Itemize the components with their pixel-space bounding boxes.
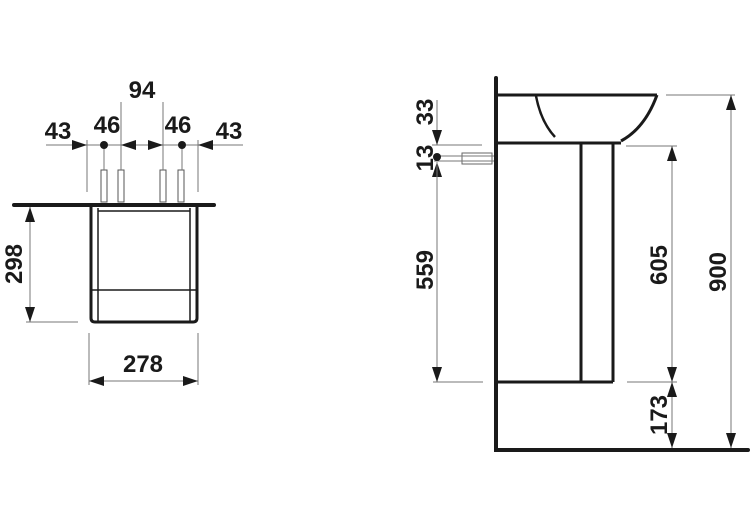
dim-605: 605 [646, 245, 673, 285]
basin-inner-curve [534, 95, 556, 138]
wall-anchors [100, 169, 185, 203]
wall-floor-line [494, 76, 750, 452]
side-view: 33 13 559 605 173 900 [412, 76, 750, 452]
dim-33: 33 [412, 99, 439, 126]
dim-173: 173 [646, 395, 673, 435]
dim-46-left: 46 [94, 112, 121, 139]
cabinet-outline [89, 207, 199, 324]
dim-43-right: 43 [216, 118, 243, 145]
dim-900: 900 [705, 252, 732, 292]
basin-outer-curve [620, 94, 659, 143]
dim-278: 278 [123, 351, 163, 378]
fixing-point-left [100, 141, 108, 149]
dim-46-right: 46 [165, 112, 192, 139]
front-view: 94 43 46 46 43 298 278 [1, 77, 243, 386]
dim-13: 13 [412, 145, 439, 172]
fixing-point-right [178, 141, 186, 149]
dim-94: 94 [129, 77, 156, 104]
dim-43-left: 43 [45, 118, 72, 145]
dim-298: 298 [1, 244, 28, 284]
fixing-point [433, 153, 441, 161]
wall-anchor [461, 152, 493, 165]
dim-559: 559 [412, 250, 439, 290]
